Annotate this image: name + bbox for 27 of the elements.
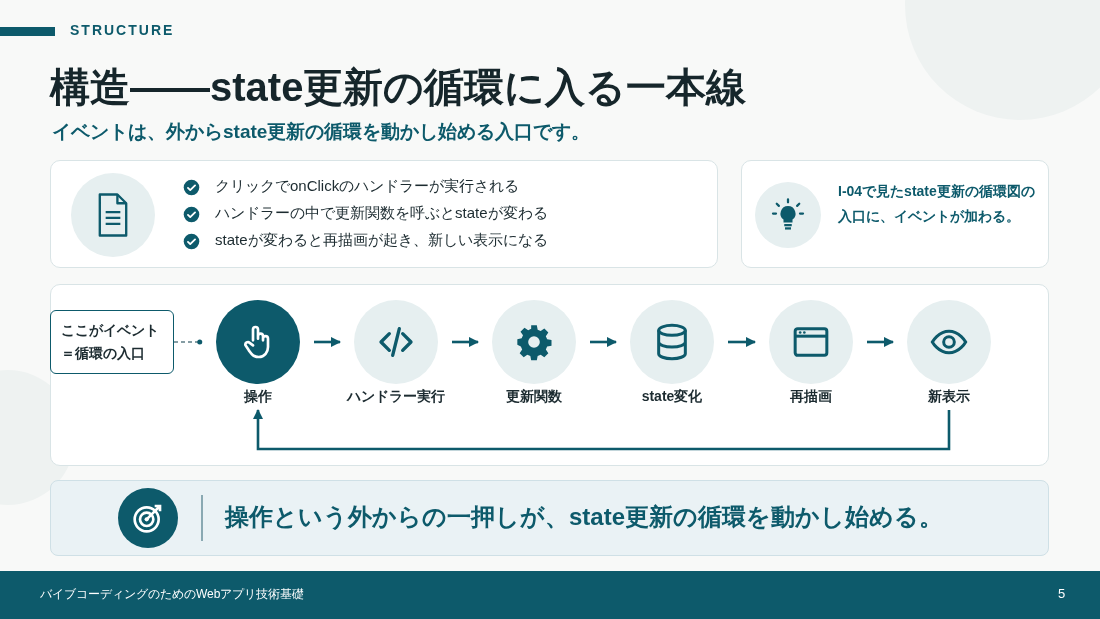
event-label-box: ここがイベント＝循環の入口 [50, 310, 174, 374]
summary-text: 操作という外からの一押しが、state更新の循環を動かし始める。 [225, 502, 944, 532]
arrow [452, 336, 480, 348]
summary-banner [50, 480, 1049, 556]
step-label: 再描画 [789, 388, 833, 406]
arrow [590, 336, 618, 348]
step-label: ハンドラー実行 [345, 388, 446, 406]
step-label: state変化 [640, 388, 704, 406]
arrow [314, 336, 342, 348]
subtitle: イベントは、外からstate更新の循環を動かし始める入口です。 [52, 120, 591, 144]
arrow [728, 336, 757, 348]
checklist-item: クリックでonClickのハンドラーが実行される [215, 177, 520, 196]
arrow [867, 336, 895, 348]
page-number: 5 [1058, 586, 1066, 601]
step-label: 操作 [243, 388, 273, 406]
section-label: STRUCTURE [70, 22, 175, 38]
note-text: I-04で見たstate更新の循環図の入口に、イベントが加わる。 [838, 182, 1036, 226]
footer-text: バイブコーディングのためのWebアプリ技術基礎 [40, 586, 305, 603]
dashed-connector [173, 339, 203, 345]
step-label: 新表示 [927, 388, 971, 406]
arrow [252, 408, 951, 451]
checklist-card [50, 160, 718, 268]
slide-title: 構造——state更新の循環に入る一本線 [50, 64, 747, 111]
checklist-item: stateが変わると再描画が起き、新しい表示になる [215, 231, 548, 250]
step-label: 更新関数 [505, 388, 563, 406]
checklist-item: ハンドラーの中で更新関数を呼ぶとstateが変わる [215, 204, 548, 223]
note-card [741, 160, 1049, 268]
